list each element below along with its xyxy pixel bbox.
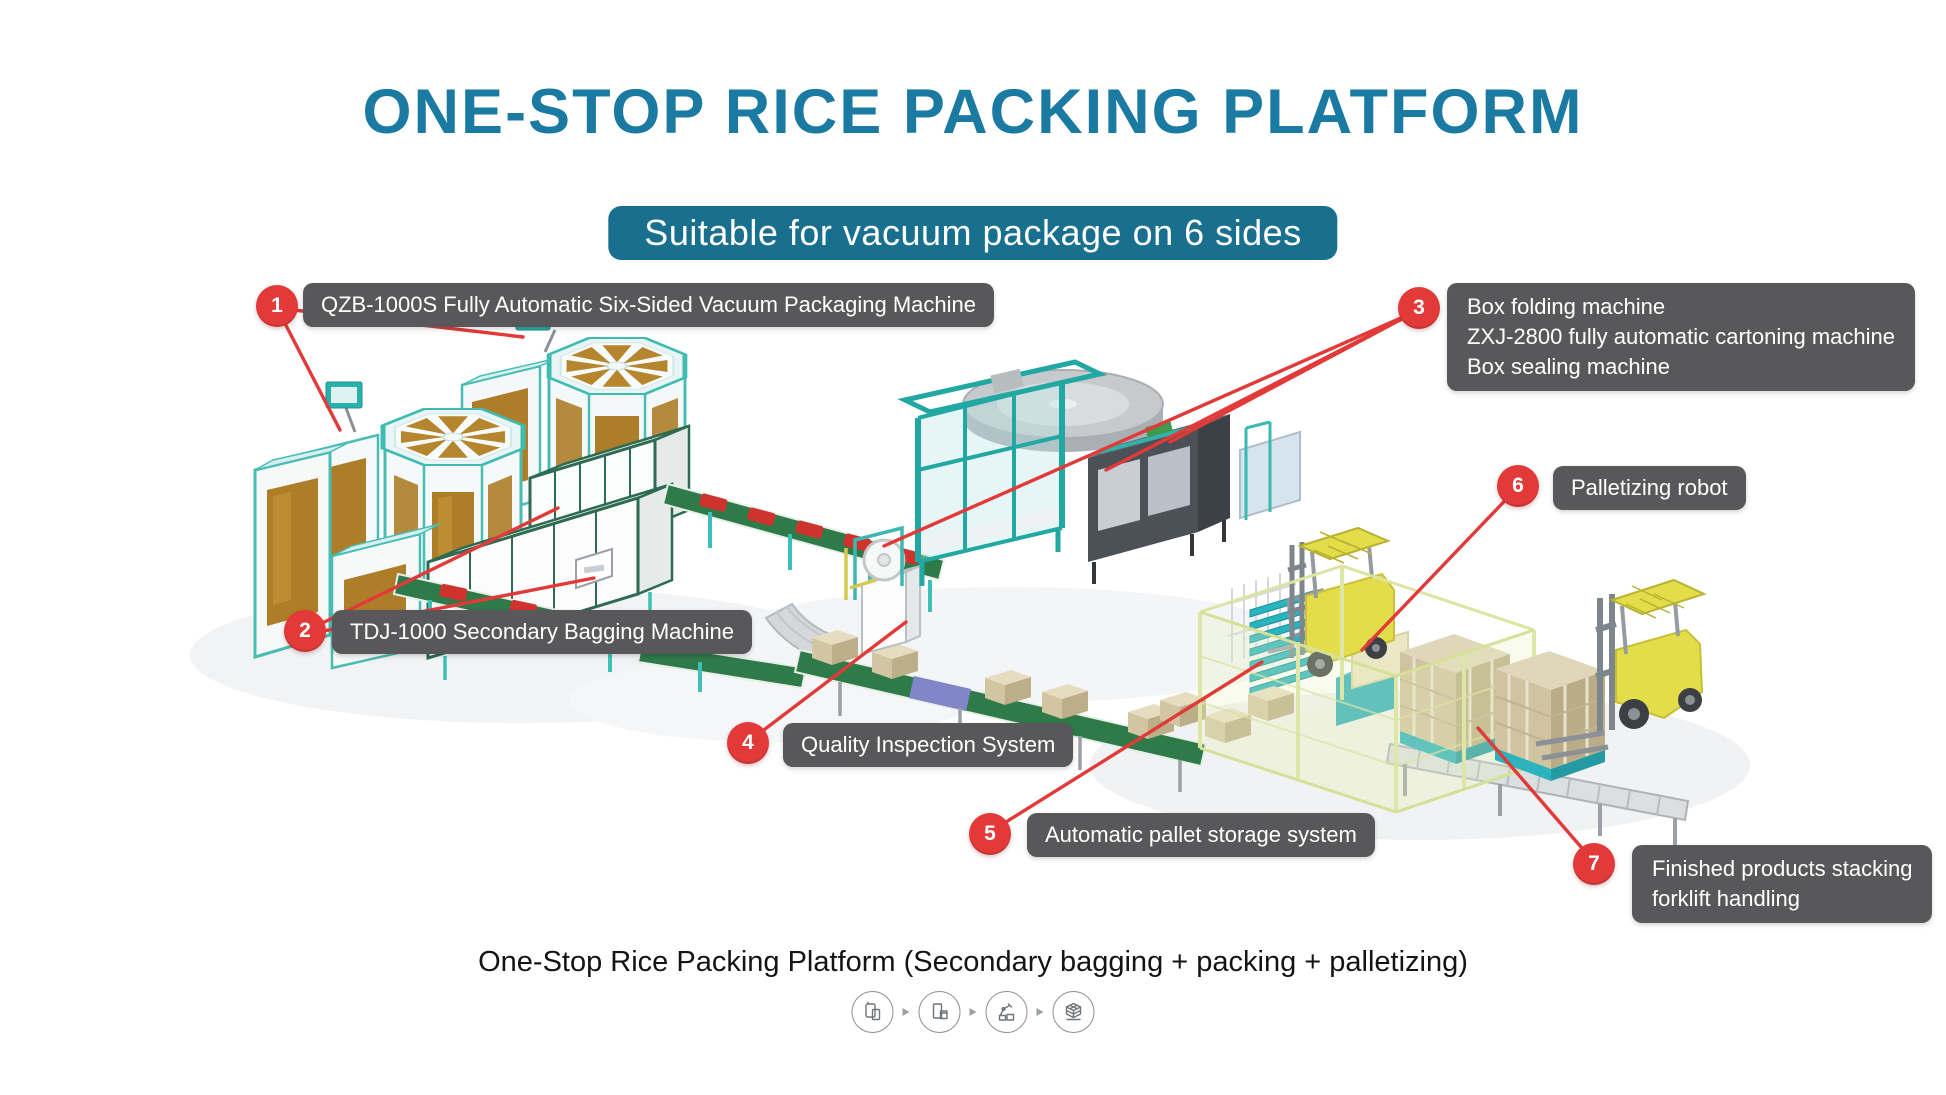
- callout-7-marker: 7: [1573, 843, 1615, 885]
- callout-2-text: TDJ-1000 Secondary Bagging Machine: [350, 619, 735, 644]
- callout-7-text-line1: Finished products stacking: [1652, 856, 1913, 881]
- callout-2-label: TDJ-1000 Secondary Bagging Machine: [332, 610, 753, 654]
- subtitle-banner: Suitable for vacuum package on 6 sides: [608, 206, 1338, 260]
- callout-2-marker: 2: [284, 610, 326, 652]
- callout-1-label: QZB-1000S Fully Automatic Six-Sided Vacu…: [303, 283, 995, 327]
- callout-6-marker: 6: [1497, 465, 1539, 507]
- process-icon-row: [851, 991, 1095, 1033]
- callout-5-text: Automatic pallet storage system: [1045, 822, 1357, 847]
- callout-7-text-line2: forklift handling: [1652, 886, 1800, 911]
- box-sealing-machine: [1088, 414, 1301, 584]
- callout-6-label: Palletizing robot: [1553, 466, 1746, 510]
- pallet-stack-icon: [1052, 991, 1095, 1033]
- callout-6-text: Palletizing robot: [1571, 475, 1728, 500]
- callout-3-marker: 3: [1398, 287, 1440, 329]
- page-title: ONE-STOP RICE PACKING PLATFORM: [362, 77, 1584, 147]
- palletizing-cell: [1160, 526, 1707, 848]
- flow-arrow-icon: [969, 1008, 977, 1016]
- flow-arrow-icon: [902, 1008, 910, 1016]
- callout-1-marker: 1: [256, 285, 298, 327]
- forklift-2: [1535, 578, 1707, 761]
- callout-7-label: Finished products stacking forklift hand…: [1632, 845, 1933, 923]
- callout-3-text-line2: ZXJ-2800 fully automatic cartoning machi…: [1467, 324, 1895, 349]
- palletizing-robot-icon: [985, 991, 1028, 1033]
- callout-4-marker: 4: [727, 722, 769, 764]
- quality-inspection-station: [764, 525, 1208, 792]
- callout-3-text-line3: Box sealing machine: [1467, 354, 1671, 379]
- callout-5-label: Automatic pallet storage system: [1027, 813, 1375, 857]
- callout-4-text: Quality Inspection System: [801, 732, 1056, 757]
- leader-lines: [275, 306, 1596, 864]
- callout-1-text: QZB-1000S Fully Automatic Six-Sided Vacu…: [321, 292, 977, 317]
- flow-arrow-icon: [1036, 1008, 1044, 1016]
- callout-4-label: Quality Inspection System: [783, 723, 1074, 767]
- callout-3-label: Box folding machine ZXJ-2800 fully autom…: [1447, 283, 1915, 391]
- secondary-bagging-icon: [918, 991, 961, 1033]
- vacuum-package-icon: [851, 991, 894, 1033]
- callout-3-text-line1: Box folding machine: [1467, 294, 1666, 319]
- footer-caption: One-Stop Rice Packing Platform (Secondar…: [478, 946, 1468, 978]
- box-folding-machine: [897, 359, 1108, 586]
- callout-5-marker: 5: [969, 813, 1011, 855]
